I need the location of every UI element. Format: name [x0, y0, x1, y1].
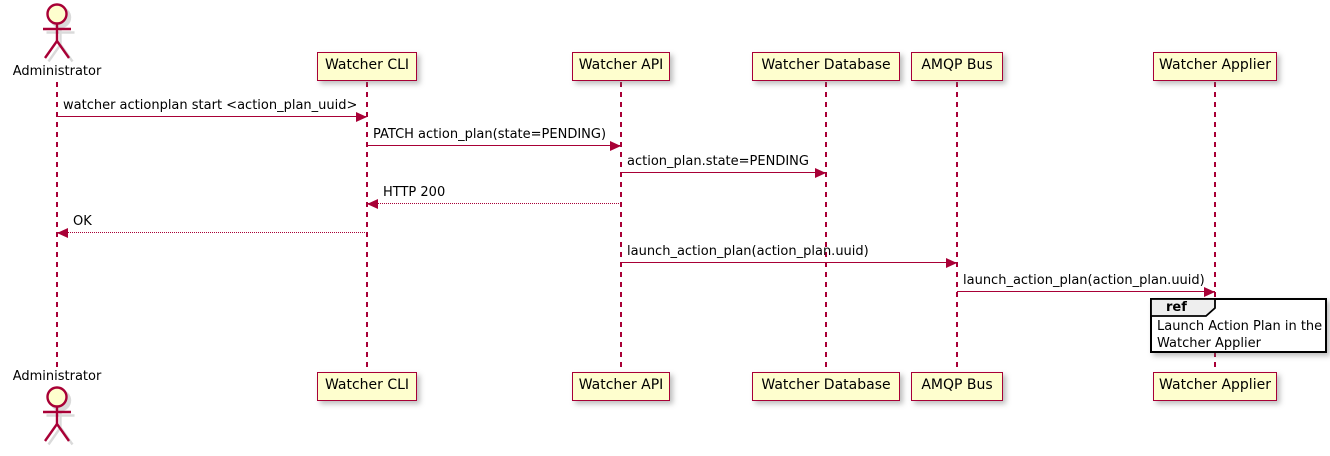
lifeline-administrator [56, 82, 58, 372]
message-2-label: PATCH action_plan(state=PENDING) [373, 127, 607, 142]
message-6-line [621, 262, 957, 263]
participant-top-watcher-cli: Watcher CLI [317, 52, 417, 81]
lifeline-amqp-bus [956, 82, 958, 372]
participant-bottom-watcher-api: Watcher API [572, 372, 670, 401]
message-4-line [367, 203, 621, 204]
message-5-arrowhead-icon [57, 227, 68, 238]
lifeline-watcher-cli [366, 82, 368, 372]
message-3-arrowhead-icon [815, 167, 826, 178]
lifeline-watcher-api [620, 82, 622, 372]
message-7-arrowhead-icon [1204, 286, 1215, 297]
message-5-label: OK [73, 214, 92, 229]
participant-top-amqp-bus: AMQP Bus [911, 52, 1003, 81]
ref-text-line: Watcher Applier [1157, 335, 1261, 351]
message-4-arrowhead-icon [367, 198, 378, 209]
actor-figure-icon [34, 385, 84, 447]
message-1-label: watcher actionplan start <action_plan_uu… [63, 98, 358, 113]
actor-label-top: Administrator [12, 64, 102, 79]
message-6-label: launch_action_plan(action_plan.uuid) [627, 244, 869, 259]
participant-bottom-watcher-cli: Watcher CLI [317, 372, 417, 401]
message-7-label: launch_action_plan(action_plan.uuid) [963, 273, 1205, 288]
actor-label-bottom: Administrator [12, 369, 102, 384]
message-5-line [57, 232, 367, 233]
actor-figure-icon [34, 2, 84, 64]
participant-bottom-watcher-applier: Watcher Applier [1153, 372, 1277, 401]
participant-top-watcher-applier: Watcher Applier [1153, 52, 1277, 81]
message-7-line [957, 291, 1215, 292]
participant-top-watcher-api: Watcher API [572, 52, 670, 81]
message-1-arrowhead-icon [356, 111, 367, 122]
message-2-arrowhead-icon [610, 140, 621, 151]
participant-bottom-amqp-bus: AMQP Bus [911, 372, 1003, 401]
message-3-label: action_plan.state=PENDING [627, 154, 809, 169]
message-1-line [57, 116, 367, 117]
message-4-label: HTTP 200 [383, 185, 446, 200]
participant-bottom-watcher-database: Watcher Database [752, 372, 900, 401]
ref-text-line: Launch Action Plan in the [1157, 319, 1323, 334]
lifeline-watcher-database [825, 82, 827, 372]
participant-top-watcher-database: Watcher Database [752, 52, 900, 81]
ref-keyword: ref [1166, 300, 1187, 315]
lifeline-watcher-applier [1214, 82, 1216, 372]
message-6-arrowhead-icon [946, 257, 957, 268]
message-3-line [621, 172, 826, 173]
message-2-line [367, 145, 621, 146]
ref-header-tab [1150, 298, 1216, 317]
